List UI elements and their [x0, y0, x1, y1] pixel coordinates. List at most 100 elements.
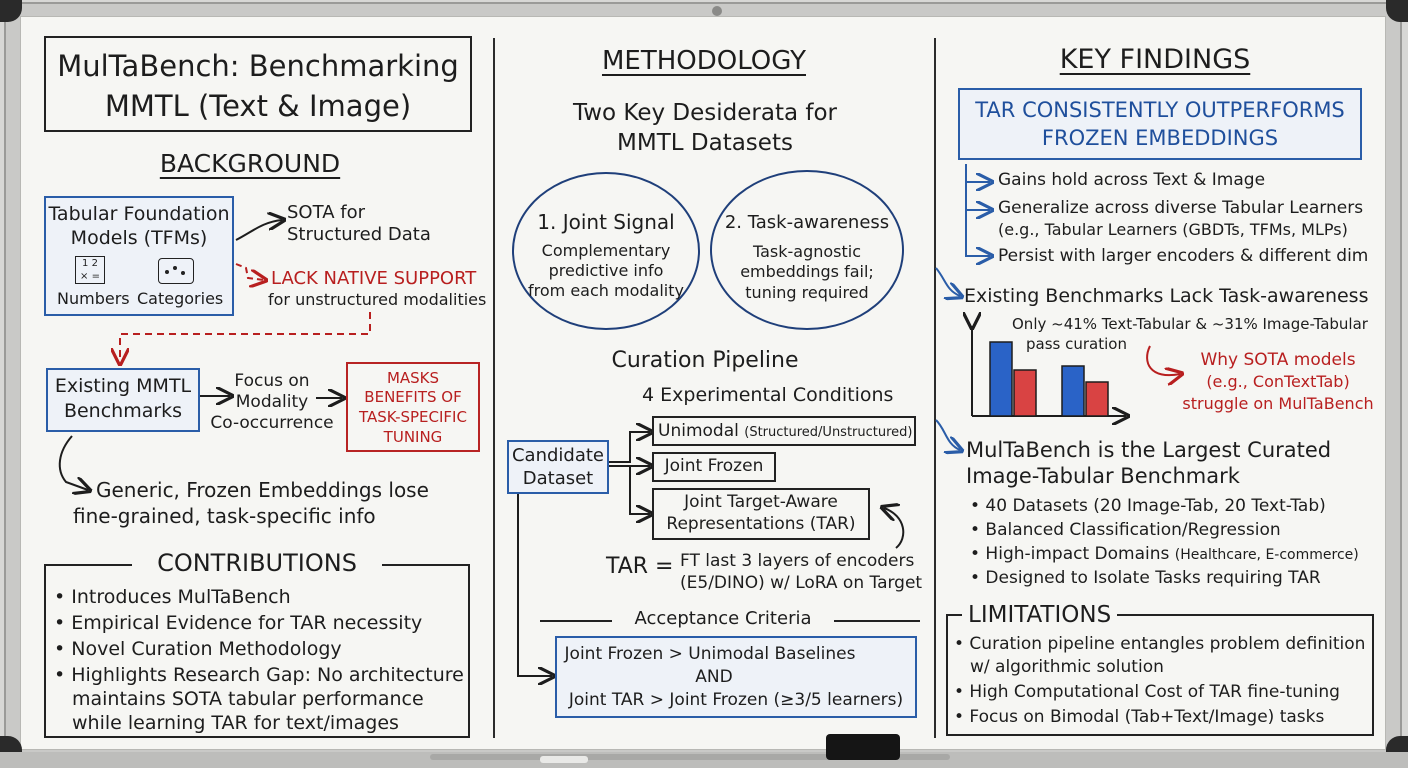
limitation-1a: • Curation pipeline entangles problem de…: [954, 634, 1366, 654]
masks-line-4: TUNING: [383, 428, 443, 446]
acceptance-criteria-box: [555, 636, 917, 718]
hanging-hook: [712, 6, 722, 16]
contribution-2: • Empirical Evidence for TAR necessity: [54, 612, 423, 634]
contributions-heading: CONTRIBUTIONS: [132, 551, 382, 575]
title-line-1: MulTaBench: Benchmarking: [57, 49, 459, 83]
bar-text-tar: [1013, 369, 1037, 417]
contribution-3: • Novel Curation Methodology: [54, 638, 342, 660]
acceptance-line-2: AND: [695, 667, 733, 687]
condition-unimodal-box: [652, 416, 916, 446]
title-box: [44, 36, 472, 132]
arrow-tfm-to-sota: [235, 220, 282, 241]
masks-line-2: BENEFITS OF: [364, 388, 462, 406]
largest-bullet-2: • Balanced Classification/Regression: [970, 520, 1281, 540]
generic-line-2: fine-grained, task-specific info: [73, 504, 376, 528]
arrow-tar-def-to-tar: [884, 508, 905, 549]
banner-line-1: TAR CONSISTENTLY OUTPERFORMS: [975, 98, 1345, 122]
joint-signal-line-3: from each modality: [528, 281, 684, 300]
existing-line-1: Existing MMTL: [54, 375, 192, 397]
tar-definition-line-2: (E5/DINO) w/ LoRA on Target: [680, 573, 923, 593]
desiderata-line-1: Two Key Desiderata for: [572, 100, 838, 126]
numbers-icon: 1 2× =: [75, 256, 105, 284]
title-line-2: MMTL (Text & Image): [104, 89, 412, 123]
bar-text-frozen: [989, 341, 1013, 417]
arrow-lack-to-existing: [120, 312, 371, 362]
acceptance-line-3: Joint TAR > Joint Frozen (≥3/5 learners): [568, 690, 904, 710]
arrow-chart-to-why: [1146, 345, 1180, 375]
joint-signal-circle: [512, 172, 700, 330]
bar-image-frozen: [1061, 365, 1085, 417]
why-line-3: struggle on MulTaBench: [1182, 394, 1374, 413]
focus-line-1: Focus on: [234, 371, 310, 391]
marker-tray: [0, 752, 1408, 768]
bracket-bench-out: [935, 419, 960, 450]
arrow-existing-to-generic: [58, 435, 88, 490]
joint-signal-title: 1. Joint Signal: [537, 210, 675, 234]
benchmarks-lack-heading: Existing Benchmarks Lack Task-awareness: [964, 285, 1369, 307]
limitations-heading: LIMITATIONS: [962, 604, 1118, 627]
tar-label: TAR =: [606, 554, 674, 579]
why-line-2: (e.g., ConTextTab): [1206, 372, 1350, 391]
candidate-dataset-box: [507, 440, 609, 494]
largest-bullet-4: • Designed to Isolate Tasks requiring TA…: [970, 568, 1321, 588]
why-line-1: Why SOTA models: [1200, 350, 1356, 370]
task-awareness-title: 2. Task-awareness: [724, 212, 890, 233]
pipeline-heading: Curation Pipeline: [611, 348, 799, 373]
masks-line-1: MASKS: [386, 369, 440, 387]
bar-group: [989, 341, 1109, 417]
column-divider-right: [934, 38, 936, 738]
tfm-categories-label: Categories: [137, 289, 224, 308]
finding-1: Gains hold across Text & Image: [998, 170, 1266, 190]
marker-pen: [540, 756, 588, 763]
task-awareness-line-3: tuning required: [745, 283, 869, 302]
generic-line-1: Generic, Frozen Embeddings lose: [96, 478, 429, 502]
masks-line-3: TASK-SPECIFIC: [359, 408, 467, 426]
findings-banner-box: [958, 88, 1362, 160]
sota-line-2: Structured Data: [287, 224, 431, 245]
arrow-candidate-to-unimodal: [606, 432, 650, 463]
acceptance-heading: Acceptance Criteria: [612, 610, 834, 628]
contribution-4b: maintains SOTA tabular performance: [72, 688, 424, 710]
joint-signal-line-2: predictive info: [548, 261, 664, 280]
tfm-line-2: Models (TFMs): [70, 227, 208, 249]
tfm-numbers-label: Numbers: [57, 289, 130, 308]
tfm-line-1: Tabular Foundation: [48, 203, 230, 225]
candidate-line-1: Candidate: [511, 445, 605, 466]
limitation-1b: w/ algorithmic solution: [970, 657, 1164, 677]
joint-signal-line-1: Complementary: [541, 241, 671, 260]
finding-2b: (e.g., Tabular Learners (GBDTs, TFMs, ML…: [998, 220, 1348, 239]
acceptance-line-1: Joint Frozen > Unimodal Baselines: [564, 644, 856, 664]
contribution-4c: while learning TAR for text/images: [72, 712, 399, 734]
focus-line-3: Co-occurrence: [210, 413, 334, 433]
column-divider-left: [493, 38, 495, 738]
focus-line-2: Modality: [235, 392, 309, 412]
largest-line-2: Image-Tabular Benchmark: [966, 464, 1240, 488]
categories-icon: [158, 258, 194, 284]
limitation-2: • High Computational Cost of TAR fine-tu…: [954, 682, 1340, 702]
tar-definition-line-1: FT last 3 layers of encoders: [680, 551, 915, 571]
lack-support-line-1: LACK NATIVE SUPPORT: [271, 268, 477, 289]
bench-stat-line-2: pass curation: [1026, 335, 1127, 353]
finding-3: Persist with larger encoders & different…: [998, 246, 1369, 266]
conditions-heading: 4 Experimental Conditions: [642, 384, 894, 406]
limitation-3: • Focus on Bimodal (Tab+Text/Image) task…: [954, 707, 1325, 727]
methodology-heading: METHODOLOGY: [601, 46, 806, 76]
task-awareness-line-1: Task-agnostic: [752, 242, 862, 261]
task-awareness-line-2: embeddings fail;: [740, 262, 874, 281]
arrow-finding-2: [965, 182, 990, 210]
arrow-candidate-to-acceptance: [517, 492, 552, 676]
finding-2: Generalize across diverse Tabular Learne…: [998, 198, 1364, 218]
lack-support-line-2: for unstructured modalities: [268, 290, 487, 309]
arrow-finding-1: [965, 164, 990, 182]
tray-slot: [430, 754, 950, 760]
arrow-candidate-to-tar: [629, 466, 650, 514]
existing-benchmarks-box: [46, 368, 200, 432]
arrow-finding-3: [965, 210, 990, 256]
masks-box: [346, 362, 480, 452]
background-heading: BACKGROUND: [159, 149, 341, 178]
largest-bullet-3: • High-impact Domains (Healthcare, E-com…: [970, 544, 1359, 564]
contribution-1: • Introduces MulTaBench: [54, 586, 291, 608]
bench-stat-line-1: Only ~41% Text-Tabular & ~31% Image-Tabu…: [1012, 315, 1368, 333]
bracket-bench-in: [935, 267, 960, 296]
largest-line-1: MulTaBench is the Largest Curated: [966, 438, 1332, 462]
